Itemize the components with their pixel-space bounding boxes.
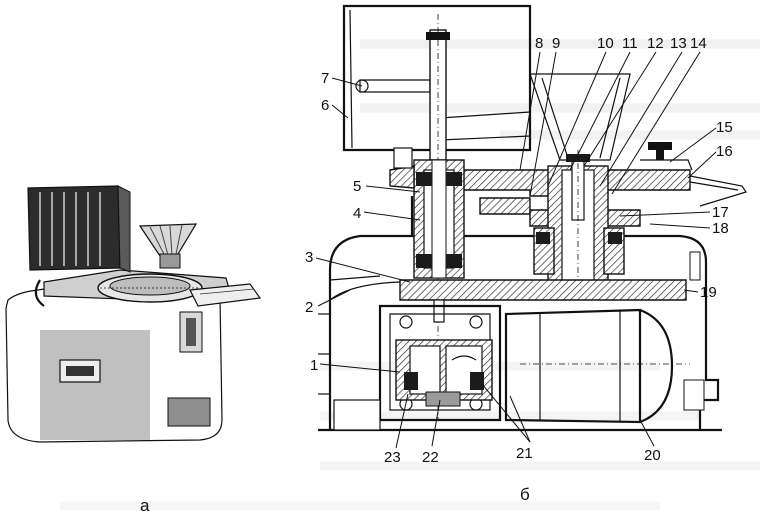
callout-5: 5 [353, 178, 361, 195]
callout-15: 15 [716, 119, 733, 136]
callout-18: 18 [712, 220, 729, 237]
callout-7: 7 [321, 70, 329, 87]
callout-1: 1 [310, 357, 318, 374]
callout-10: 10 [597, 35, 614, 52]
callout-8: 8 [535, 35, 543, 52]
callout-3: 3 [305, 249, 313, 266]
callout-23: 23 [384, 449, 401, 466]
callout-labels: 1 2 3 4 5 6 7 8 9 10 11 12 13 14 15 16 1… [305, 35, 733, 466]
callout-6: 6 [321, 97, 329, 114]
callout-20: 20 [644, 447, 661, 464]
callout-17: 17 [712, 204, 729, 221]
callout-22: 22 [422, 449, 439, 466]
callout-21: 21 [516, 445, 533, 462]
callout-12: 12 [647, 35, 664, 52]
callout-2: 2 [305, 299, 313, 316]
callout-16: 16 [716, 143, 733, 160]
machine-photo-drawing [5, 185, 262, 443]
callout-11: 11 [622, 35, 638, 52]
caption-part-b: б [520, 485, 530, 504]
callout-9: 9 [552, 35, 560, 52]
callout-14: 14 [690, 35, 707, 52]
callout-13: 13 [670, 35, 687, 52]
callout-4: 4 [353, 205, 361, 222]
caption-part-a: а [140, 496, 150, 515]
leader-lines [315, 51, 717, 449]
callout-19: 19 [700, 284, 717, 301]
